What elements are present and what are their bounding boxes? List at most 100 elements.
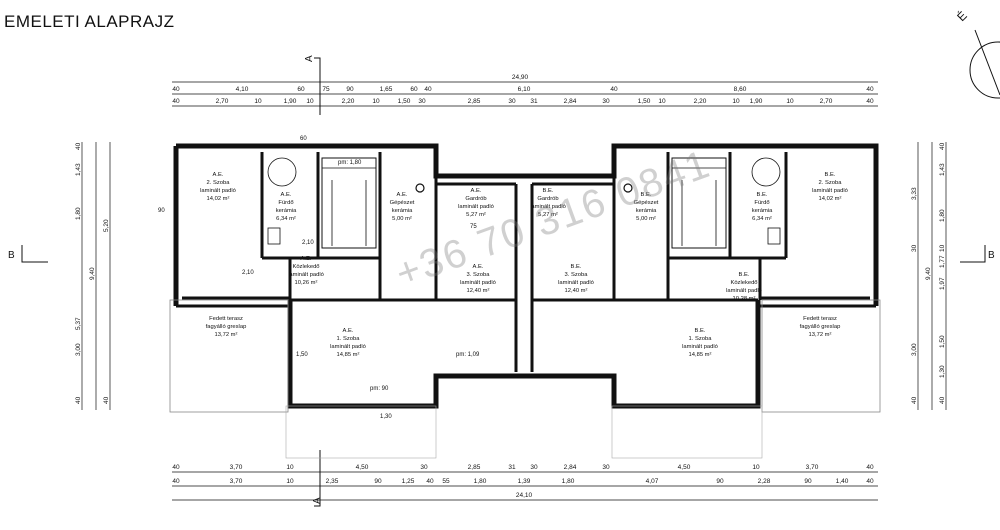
room-label: Gépészet (634, 200, 659, 206)
dimension-label: 6,10 (518, 86, 531, 93)
dimension-label: 90 (374, 478, 382, 485)
dimension-label: 1,65 (380, 86, 393, 93)
dimension-label: 10 (372, 98, 380, 105)
dimension-label: 40 (939, 142, 946, 150)
dimension-label: 40 (75, 142, 82, 150)
dimension-label: 10 (786, 98, 794, 105)
dimension-label: 30 (911, 244, 918, 252)
north-label: É (954, 8, 970, 24)
dimension-label: 2,70 (216, 98, 229, 105)
section-label-a-top: A (304, 55, 315, 62)
room-label: kerámia (392, 208, 413, 214)
room-label: laminált padló (682, 344, 718, 350)
dimension-label: 1,30 (939, 365, 946, 378)
dimension-label: 40 (172, 86, 180, 93)
dimension-label: 1,80 (474, 478, 487, 485)
dimension-label: 8,60 (734, 86, 747, 93)
dimension-label: 40 (866, 86, 874, 93)
door-dimension-label: 60 (300, 136, 307, 142)
room-label: 3. Szoba (565, 272, 589, 278)
dimension-label: 1,80 (75, 207, 82, 220)
dimension-label: 40 (103, 396, 110, 404)
side-dimensions (81, 142, 947, 410)
dimension-label: 30 (530, 464, 538, 471)
dimension-label: 40 (911, 396, 918, 404)
building-walls (169, 143, 881, 459)
room-label: 5,00 m² (636, 216, 656, 222)
dimension-label: 10 (306, 98, 314, 105)
dimension-label: 4,10 (236, 86, 249, 93)
dimension-label: 3,00 (911, 343, 918, 356)
room-label: 14,85 m² (689, 352, 712, 358)
room-label: 2. Szoba (819, 180, 843, 186)
room-label: A.E. (213, 172, 224, 178)
dimension-label: 3,00 (75, 343, 82, 356)
room-label: 1. Szoba (689, 336, 713, 342)
dimension-label: 4,50 (356, 464, 369, 471)
door-dimension-label: 90 (158, 208, 165, 214)
dimension-label: 31 (530, 98, 538, 105)
room-label: A.E. (301, 256, 312, 262)
room-label: Közlekedő (730, 280, 757, 286)
dimension-label: 40 (424, 86, 432, 93)
dimension-label: 5,37 (75, 317, 82, 330)
dimension-label: 2,70 (820, 98, 833, 105)
room-label: 5,27 m² (538, 212, 558, 218)
dimension-label: 3,33 (911, 187, 918, 200)
room-label: fagyálló greslap (206, 324, 247, 330)
dimension-label: 40 (866, 478, 874, 485)
room-label: B.E. (695, 328, 706, 334)
dimension-label: 60 (297, 86, 305, 93)
room-label: B.E. (757, 192, 768, 198)
dimension-label: 10 (658, 98, 666, 105)
room-label: laminált padló (726, 288, 762, 294)
room-label: 3. Szoba (467, 272, 491, 278)
dimension-label: 2,20 (694, 98, 707, 105)
room-label: 2. Szoba (207, 180, 231, 186)
room-label: 5,00 m² (392, 216, 412, 222)
dimension-label: 40 (426, 478, 434, 485)
dimension-label: 2,20 (342, 98, 355, 105)
dimension-label: 2,85 (468, 98, 481, 105)
room-label: laminált padló (460, 280, 496, 286)
room-label: Fürdő (754, 200, 769, 206)
dimension-label: 30 (602, 464, 610, 471)
room-label: 14,02 m² (819, 196, 842, 202)
door-dimension-label: pm: 1,09 (456, 352, 480, 358)
door-dimension-label: 1,30 (380, 414, 392, 420)
dimension-label: 9,40 (925, 267, 932, 280)
dimension-label: 3,70 (806, 464, 819, 471)
dimension-label: 75 (322, 86, 330, 93)
room-label: B.E. (543, 188, 554, 194)
dimension-label: 2,28 (758, 478, 771, 485)
room-label: 13,72 m² (215, 332, 238, 338)
room-label: 1. Szoba (337, 336, 361, 342)
door-dimension-label: 2,10 (242, 270, 254, 276)
dimension-label: 1,77 (939, 255, 946, 268)
dimension-total-top: 24,90 (512, 74, 529, 81)
dimension-label: 90 (804, 478, 812, 485)
dimension-label: 30 (418, 98, 426, 105)
room-label: A.E. (471, 188, 482, 194)
room-label: laminált padló (812, 188, 848, 194)
door-dimension-label: pm: 1,80 (338, 160, 362, 166)
dimension-label: 90 (716, 478, 724, 485)
room-label: laminált padló (530, 204, 566, 210)
dimension-label: 40 (866, 98, 874, 105)
dimension-label: 10 (286, 478, 294, 485)
room-label: Gardrób (537, 196, 558, 202)
room-label: 6,34 m² (752, 216, 772, 222)
dimension-label: 5,20 (103, 219, 110, 232)
dimension-label: 2,84 (564, 464, 577, 471)
dimension-label: 55 (442, 478, 450, 485)
dimension-label: 1,80 (562, 478, 575, 485)
room-label: 10,26 m² (295, 280, 318, 286)
north-arrow: É (954, 8, 1000, 99)
section-label-b-left: B (8, 250, 15, 261)
dimension-label: 1,80 (939, 209, 946, 222)
room-label: 12,40 m² (565, 288, 588, 294)
section-markers (21, 57, 986, 507)
door-dimension-label: 75 (470, 224, 477, 230)
room-label: kerámia (752, 208, 773, 214)
